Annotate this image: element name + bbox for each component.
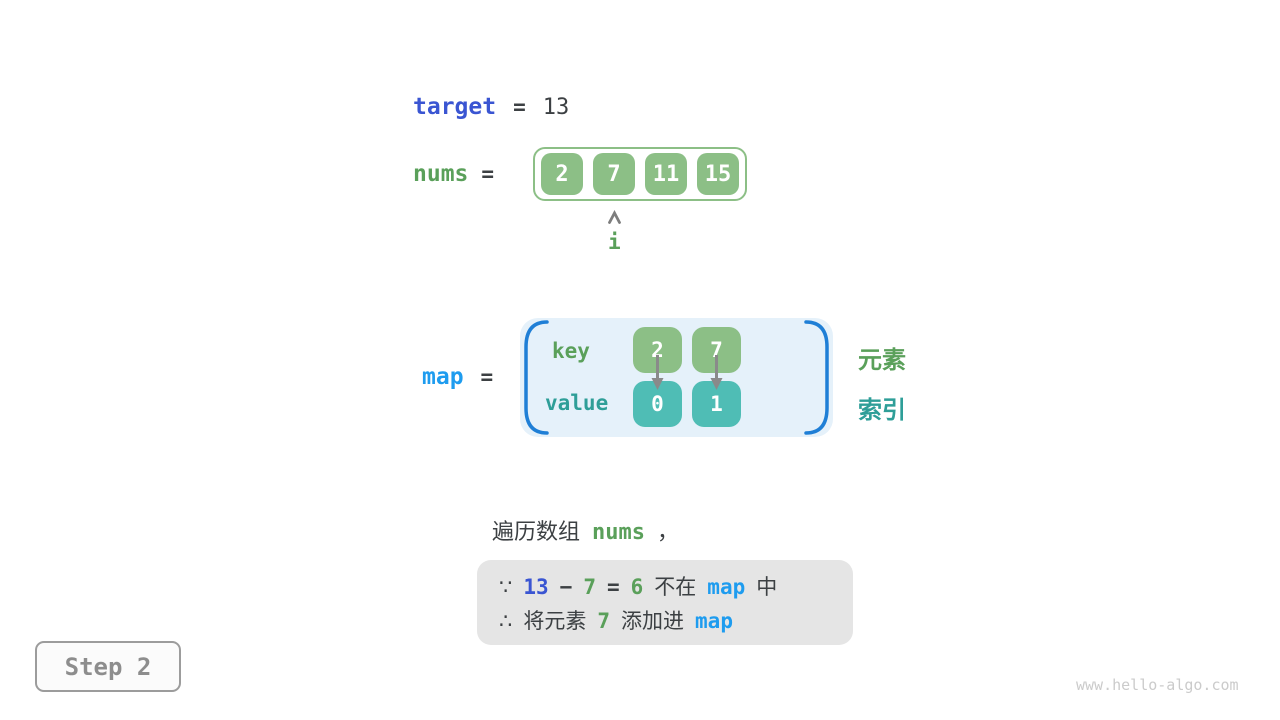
key-value-arrow-icon: [710, 355, 723, 390]
note-num: 7: [597, 609, 611, 633]
caption-comma: ，: [657, 520, 680, 545]
key-value-arrow-icon: [651, 355, 664, 390]
watermark: www.hello-algo.com: [1076, 676, 1239, 694]
index-pointer-icon: [608, 210, 621, 224]
target-label: target: [413, 94, 497, 120]
array-cell: 15: [697, 153, 739, 195]
target-row: target = 13: [413, 94, 569, 120]
map-label: map: [422, 364, 464, 390]
pointer-label: i: [608, 230, 621, 254]
map-value-cell: 1: [692, 381, 741, 427]
note-minus: −: [559, 575, 573, 599]
therefore-symbol: ∴: [499, 609, 513, 633]
target-equals: =: [513, 95, 526, 119]
nums-equals: =: [481, 162, 495, 186]
caption-text: 遍历数组: [492, 520, 581, 545]
note-minuend: 13: [523, 575, 549, 599]
note-difference: 6: [630, 575, 644, 599]
map-brackets-icon: [524, 320, 829, 435]
key-row-label: key: [552, 339, 590, 363]
note-suffix-text: 中: [756, 575, 778, 599]
map-label-row: map =: [422, 364, 493, 390]
step-badge-label: Step 2: [64, 652, 152, 681]
caption-code: nums: [592, 520, 645, 545]
caption: 遍历数组 nums ，: [492, 514, 679, 546]
note-not-in-text: 不在: [654, 575, 697, 599]
nums-label: nums: [413, 161, 469, 187]
because-symbol: ∵: [499, 575, 513, 599]
note-equals: =: [606, 575, 620, 599]
legend-element-label: 元素: [858, 346, 906, 374]
target-value: 13: [542, 95, 570, 120]
nums-array: 2 7 11 15: [533, 147, 747, 201]
map-container: key value 2 7 0 1: [520, 318, 833, 437]
note-box: ∵ 13 − 7 = 6 不在 map 中 ∴ 将元素 7 添加进 map: [477, 560, 853, 645]
array-cell: 11: [645, 153, 687, 195]
step-badge: Step 2: [35, 641, 181, 692]
note-line-1: ∵ 13 − 7 = 6 不在 map 中: [499, 572, 853, 602]
note-line-2: ∴ 将元素 7 添加进 map: [499, 606, 853, 636]
note-subtrahend: 7: [583, 575, 596, 599]
map-equals: =: [480, 365, 494, 389]
note-text-1: 将元素: [523, 609, 587, 633]
value-row-label: value: [545, 391, 609, 415]
array-cell: 2: [541, 153, 583, 195]
array-cell: 7: [593, 153, 635, 195]
note-map-ref: map: [707, 575, 746, 599]
note-map-ref: map: [695, 609, 733, 633]
nums-label-row: nums =: [413, 161, 494, 187]
note-text-2: 添加进: [621, 609, 685, 633]
legend-index-label: 索引: [858, 396, 906, 424]
